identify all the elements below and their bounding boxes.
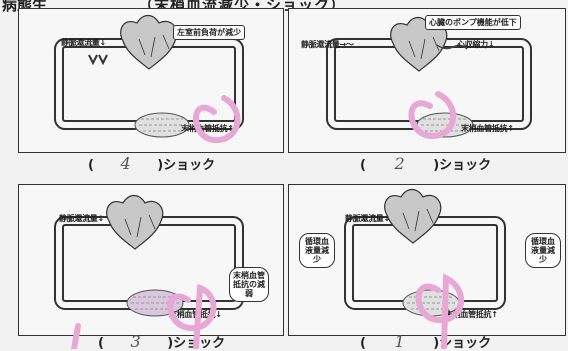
vessel-cluster-icon xyxy=(134,112,190,138)
heart-icon xyxy=(384,188,442,244)
panel-3: 静脈還流量↓ 末梢血管抵抗の減弱 末梢血管抵抗↓ xyxy=(18,184,284,336)
resistance-label-1: 末梢血管抵抗↑ xyxy=(181,124,234,133)
handwriting-mark-icon xyxy=(436,44,468,50)
venous-return-label-1: 静脈還流量↓ xyxy=(61,38,106,47)
callout-2: 心臓のポンプ機能が低下 xyxy=(425,15,521,30)
venous-return-label-4: 静脈還流量↓ xyxy=(345,214,390,223)
constriction-icon xyxy=(88,54,108,66)
answer-1: 4 xyxy=(120,154,131,173)
circulation-loop-3 xyxy=(54,194,244,317)
venous-return-label-3: 静脈還流量↓ xyxy=(59,214,104,223)
callout-1: 左室前負荷が減少 xyxy=(173,25,245,40)
callout-4-left: 循環血液量減少 xyxy=(299,233,335,268)
shock-label-4: ショック xyxy=(439,336,492,351)
answer-2: 2 xyxy=(394,154,405,173)
caption-4: ( 1 )ショック xyxy=(360,332,492,351)
shock-diagram-grid: 静脈還流量↓ 左室前負荷が減少 末梢血管抵抗↑ 静脈還流量→～ 心臓のポンプ機能… xyxy=(18,8,566,351)
answer-4: 1 xyxy=(394,332,405,351)
contractility-label-2: 心収縮力↓ xyxy=(457,40,495,49)
heart-icon xyxy=(106,194,164,250)
panel-4: 静脈還流量↓ 循環血液量減少 循環血液量減少 末梢血管抵抗↑ xyxy=(288,184,566,336)
answer-3: 3 xyxy=(130,332,141,351)
circulation-loop-1 xyxy=(54,14,244,138)
pink-pen-marks xyxy=(71,91,465,349)
panel-2: 静脈還流量→～ 心臓のポンプ機能が低下 心収縮力↓ 末梢血管抵抗↑ xyxy=(288,8,566,153)
caption-1: ( 4 )ショック xyxy=(88,154,216,173)
callout-3: 末梢血管抵抗の減弱 xyxy=(229,267,269,302)
callout-4-right: 循環血液量減少 xyxy=(525,233,561,268)
resistance-label-2: 末梢血管抵抗↑ xyxy=(461,124,514,133)
venous-return-label-2: 静脈還流量→～ xyxy=(301,40,354,49)
heart-icon xyxy=(120,14,178,70)
panel-1: 静脈還流量↓ 左室前負荷が減少 末梢血管抵抗↑ xyxy=(18,8,284,153)
shock-label-2: ショック xyxy=(439,158,492,173)
shock-label-1: ショック xyxy=(163,158,216,173)
caption-2: ( 2 )ショック xyxy=(360,154,492,173)
resistance-label-4: 末梢血管抵抗↑ xyxy=(445,310,498,319)
resistance-label-3: 末梢血管抵抗↓ xyxy=(169,310,222,319)
circulation-loop-2 xyxy=(326,16,532,138)
